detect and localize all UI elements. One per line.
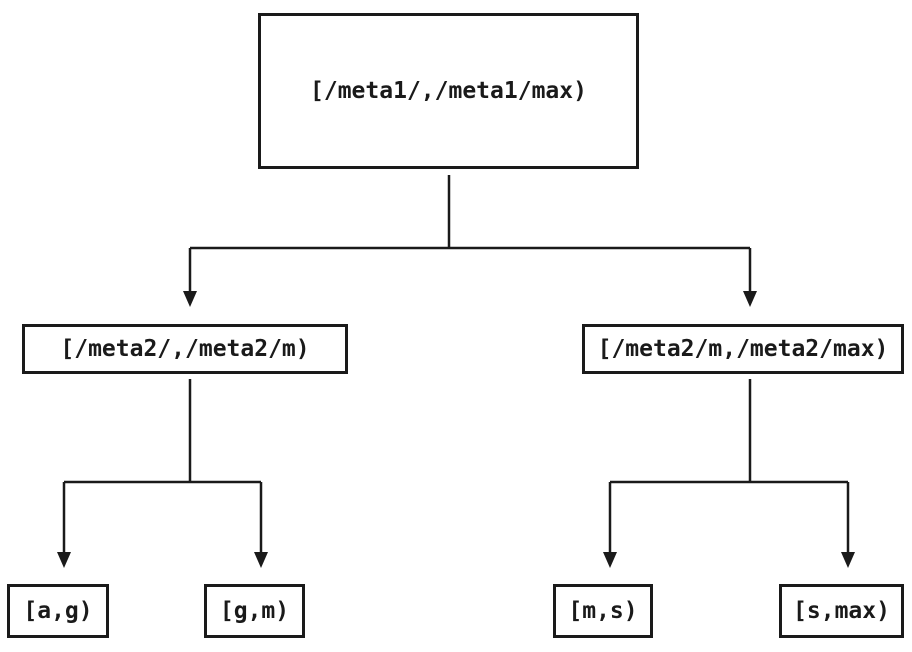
node-right-interval: [/meta2/m,/meta2/max): [582, 324, 904, 374]
arrowhead-down-icon: [254, 552, 268, 568]
arrowhead-down-icon: [603, 552, 617, 568]
node-leaf-ag: [a,g): [7, 584, 109, 638]
arrowhead-down-icon: [183, 291, 197, 307]
node-leaf-smax-label: [s,max): [793, 598, 890, 624]
arrowhead-down-icon: [841, 552, 855, 568]
node-left-label: [/meta2/,/meta2/m): [60, 336, 310, 362]
node-leaf-gm-label: [g,m): [219, 598, 290, 624]
node-leaf-gm: [g,m): [204, 584, 305, 638]
node-leaf-ag-label: [a,g): [23, 598, 93, 624]
edge-root-split: [188, 175, 752, 292]
node-leaf-ms-label: [m,s): [568, 598, 638, 624]
edge-right-split: [608, 379, 850, 552]
node-leaf-ms: [m,s): [553, 584, 653, 638]
node-root: [/meta1/,/meta1/max): [258, 13, 639, 169]
arrowhead-down-icon: [743, 291, 757, 307]
node-left-interval: [/meta2/,/meta2/m): [22, 324, 348, 374]
node-right-label: [/meta2/m,/meta2/max): [597, 336, 889, 362]
edge-left-split: [62, 379, 263, 552]
node-root-label: [/meta1/,/meta1/max): [310, 78, 587, 104]
node-leaf-smax: [s,max): [779, 584, 904, 638]
arrowhead-down-icon: [57, 552, 71, 568]
